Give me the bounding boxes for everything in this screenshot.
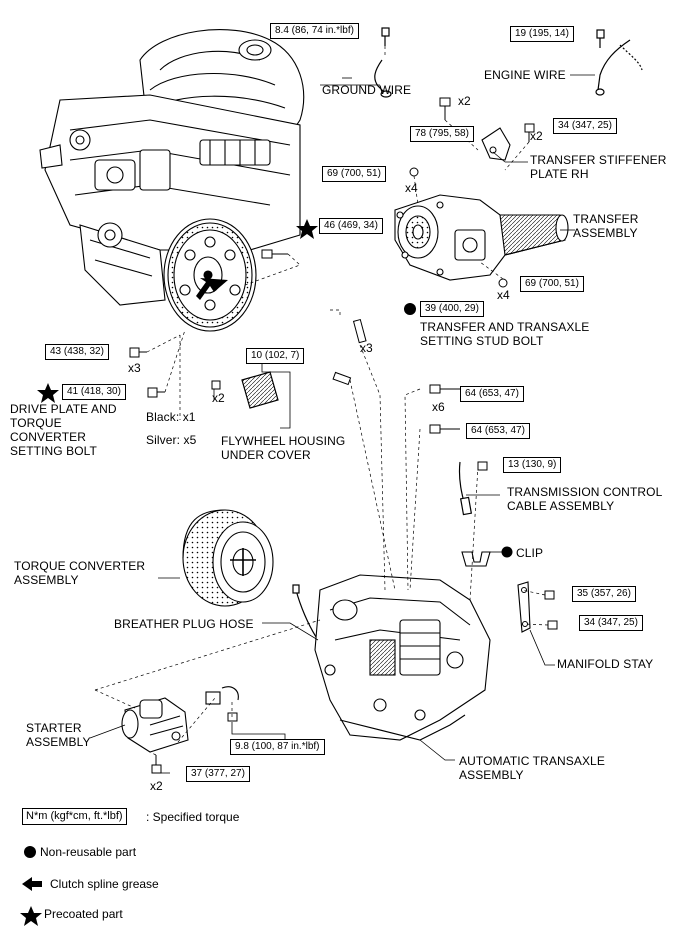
- torque-transfer-bottom: 69 (700, 51): [520, 276, 584, 292]
- nonreusable-marker-stud: [404, 303, 416, 315]
- automatic-transaxle-drawing: [314, 574, 491, 741]
- drive-plate: [163, 218, 257, 332]
- transfer-stiffener-plate: [481, 127, 511, 161]
- torque-bolt-43: 43 (438, 32): [45, 344, 109, 360]
- label-starter-1: STARTER: [26, 721, 82, 735]
- mult-64-x6: x6: [432, 400, 445, 414]
- precoat-star-46: [296, 219, 318, 239]
- label-stiffener-2: PLATE RH: [530, 167, 589, 181]
- flywheel-housing-under-cover: [241, 371, 279, 409]
- torque-starter-bolt: 37 (377, 27): [186, 766, 250, 782]
- torque-stiffener-a: 78 (795, 58): [410, 126, 474, 142]
- torque-starter-nut: 9.8 (100, 87 in.*lbf): [230, 739, 325, 755]
- legend-precoat-star-icon: [20, 906, 42, 926]
- torque-bolt-64a: 64 (653, 47): [460, 386, 524, 402]
- label-drive-1: DRIVE PLATE AND: [10, 402, 117, 416]
- label-silver: Silver: x5: [146, 433, 197, 447]
- torque-drive-plate-bolt: 41 (418, 30): [62, 384, 126, 400]
- precoat-star-41: [37, 383, 59, 403]
- label-starter-2: ASSEMBLY: [26, 735, 91, 749]
- legend-grease-arrow-icon: [22, 877, 42, 891]
- transmission-cable-part: [458, 461, 473, 516]
- mult-stiffener-x2: x2: [458, 94, 471, 108]
- torque-transfer-top: 69 (700, 51): [322, 166, 386, 182]
- label-transfer-1: TRANSFER: [573, 212, 639, 226]
- nonreusable-marker-clip: [501, 546, 513, 558]
- label-at-1: AUTOMATIC TRANSAXLE: [459, 754, 605, 768]
- label-tcc-1: TRANSMISSION CONTROL: [507, 485, 663, 499]
- label-fh-1: FLYWHEEL HOUSING: [221, 434, 346, 448]
- engine-wire-part: [595, 29, 643, 96]
- label-transfer-2: ASSEMBLY: [573, 226, 638, 240]
- starter-connector: [205, 686, 239, 705]
- starter-assembly-drawing: [121, 697, 189, 753]
- mult-stud-x3: x3: [360, 341, 373, 355]
- label-clip: CLIP: [516, 546, 544, 560]
- label-at-2: ASSEMBLY: [459, 768, 524, 782]
- label-drive-2: TORQUE: [10, 416, 62, 430]
- label-engine-wire: ENGINE WIRE: [484, 68, 566, 82]
- label-drive-4: SETTING BOLT: [10, 444, 97, 458]
- legend-unit-text: : Specified torque: [146, 810, 240, 824]
- stud-bolts: [332, 318, 367, 386]
- leader-lines: [89, 74, 595, 774]
- legend-nonreusable-text: Non-reusable part: [40, 845, 137, 859]
- label-tc-2: ASSEMBLY: [14, 573, 79, 587]
- transfer-assembly-drawing: [394, 194, 569, 281]
- label-black: Black: x1: [146, 410, 196, 424]
- mult-starter-x2: x2: [150, 779, 163, 793]
- torque-manifold-a: 35 (357, 26): [572, 586, 636, 602]
- engine-drawing: [39, 29, 305, 306]
- dashed-guide-lines: [94, 46, 549, 756]
- torque-ground-wire: 8.4 (86, 74 in.*lbf): [270, 23, 359, 39]
- mult-43-x3: x3: [128, 361, 141, 375]
- label-stud-2: SETTING STUD BOLT: [420, 334, 544, 348]
- torque-stiffener-b: 34 (347, 25): [553, 118, 617, 134]
- torque-under-cover-bolt: 10 (102, 7): [246, 348, 305, 364]
- clutch-spline-grease-arrow: [196, 278, 228, 300]
- legend-nonreusable-icon: [24, 846, 36, 858]
- torque-cable-bolt: 13 (130, 9): [503, 457, 562, 473]
- torque-manifold-b: 34 (347, 25): [579, 615, 643, 631]
- torque-converter-drawing: [182, 509, 274, 607]
- torque-stud-bolt: 39 (400, 29): [420, 301, 484, 317]
- torque-precoat-46: 46 (469, 34): [319, 218, 383, 234]
- mult-under-cover-x2: x2: [212, 391, 225, 405]
- mult-transfer-top-x4: x4: [405, 181, 418, 195]
- mult-transfer-bottom-x4: x4: [497, 288, 510, 302]
- label-tc-1: TORQUE CONVERTER: [14, 559, 146, 573]
- torque-engine-wire: 19 (195, 14): [510, 26, 574, 42]
- label-stiffener-1: TRANSFER STIFFENER: [530, 153, 667, 167]
- torque-bolt-64b: 64 (653, 47): [466, 423, 530, 439]
- label-ground-wire: GROUND WIRE: [322, 83, 412, 97]
- label-manifold: MANIFOLD STAY: [557, 657, 654, 671]
- label-tcc-2: CABLE ASSEMBLY: [507, 499, 615, 513]
- manifold-stay-part: [517, 581, 531, 633]
- legend-grease-text: Clutch spline grease: [50, 877, 159, 891]
- clip-part: [461, 551, 491, 567]
- bolt-icons: [129, 97, 558, 774]
- label-breather: BREATHER PLUG HOSE: [114, 617, 254, 631]
- legend-precoated-text: Precoated part: [44, 907, 123, 921]
- legend-unit-box: N*m (kgf*cm, ft.*lbf): [22, 808, 127, 825]
- ground-wire-part: [374, 27, 392, 98]
- mult-stiffener-b-x2: x2: [530, 129, 543, 143]
- label-drive-3: CONVERTER: [10, 430, 87, 444]
- label-fh-2: UNDER COVER: [221, 448, 311, 462]
- label-stud-1: TRANSFER AND TRANSAXLE: [420, 320, 590, 334]
- breather-hose-part: [292, 584, 319, 641]
